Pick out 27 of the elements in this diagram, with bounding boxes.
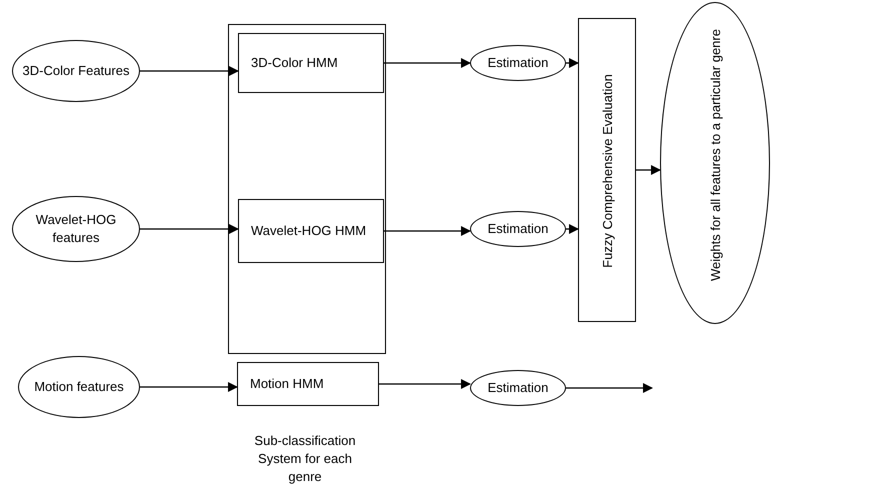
process-box xyxy=(238,199,384,263)
node-label: Estimation xyxy=(486,379,550,397)
node-label: Wavelet-HOG HMM xyxy=(251,222,366,240)
arrow xyxy=(566,224,579,234)
node-label: Estimation xyxy=(486,220,550,238)
node-label: Fuzzy Comprehensive Evaluation xyxy=(599,73,616,270)
arrow xyxy=(384,226,471,236)
caption-text: Sub-classification System for each genre xyxy=(253,432,357,486)
node-label: Motion HMM xyxy=(250,375,324,393)
arrow xyxy=(140,66,239,76)
node-label: Weights for all features to a particular genre xyxy=(707,28,724,283)
node-label: Wavelet-HOG features xyxy=(34,211,118,247)
arrow xyxy=(379,379,471,389)
process-box xyxy=(578,18,636,322)
node-label: Motion features xyxy=(33,378,125,396)
arrow xyxy=(566,383,653,393)
node-label: 3D-Color Features xyxy=(22,62,130,80)
process-box xyxy=(237,362,379,406)
process-box xyxy=(238,33,384,93)
node-label: Estimation xyxy=(486,54,550,72)
node-label: 3D-Color HMM xyxy=(251,54,338,72)
arrow xyxy=(384,58,471,68)
arrow xyxy=(140,224,239,234)
arrow xyxy=(636,165,661,175)
group-frame xyxy=(228,24,386,354)
arrow xyxy=(566,58,579,68)
arrow xyxy=(140,382,238,392)
